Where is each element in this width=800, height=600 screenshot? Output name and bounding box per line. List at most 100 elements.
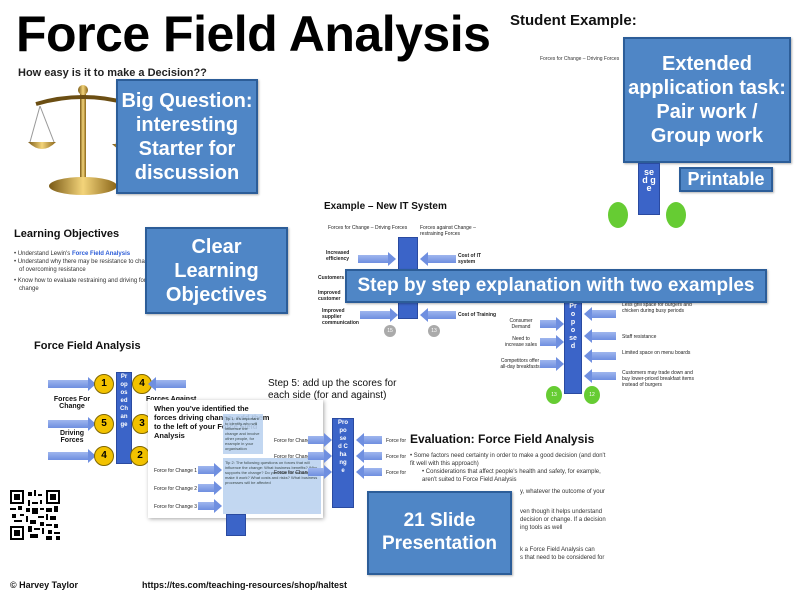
forces-against-label: Forces Against	[146, 396, 196, 403]
it-right-header: Forces against Change – restraining Forc…	[420, 225, 476, 237]
step5-row: Force for Change 3	[274, 470, 318, 476]
evaluation-bullet: • Considerations that affect people's he…	[422, 469, 601, 483]
bar-text: sed ge	[642, 167, 656, 193]
callout-line: interesting	[135, 113, 239, 136]
driving-arrow	[308, 449, 332, 463]
student-example-label: Student Example:	[510, 12, 637, 29]
it-left-item: Improved customer	[318, 290, 341, 302]
burger-proposed-bar: Proposed	[564, 302, 582, 394]
forces-for-label: Forces For Change	[53, 396, 91, 410]
step5-heading: Step 5: add up the scores for each side …	[268, 378, 397, 401]
callout-line: Learning	[174, 259, 259, 282]
learning-objectives-heading: Learning Objectives	[14, 228, 120, 240]
ffa-slide-heading: Force Field Analysis	[34, 340, 141, 352]
callout-line: Objectives	[165, 283, 268, 306]
callout-line: Clear	[191, 235, 242, 258]
driving-arrow	[198, 481, 222, 495]
big-question-callout: Big Question: interesting Starter for di…	[116, 79, 258, 194]
driving-arrow	[308, 433, 332, 447]
step5-right-row: Force for	[386, 454, 407, 460]
it-left-header: Forces for Change – Driving Forces	[328, 225, 408, 231]
driving-arrow	[540, 357, 564, 371]
it-example-slide: Example – New IT System Forces for Chang…	[318, 195, 498, 340]
callout-line: Big Question:	[121, 89, 253, 112]
bar-text: Proposed Change	[338, 420, 349, 474]
callout-line: Pair work /	[656, 101, 758, 123]
restraining-arrow	[420, 308, 456, 322]
objective-bullet: • Know how to evaluate restraining and d…	[14, 278, 156, 284]
force-number: 1	[94, 374, 114, 394]
callout-line: Group work	[650, 125, 764, 147]
score-circle: 13	[546, 386, 562, 404]
green-circle	[666, 202, 686, 228]
objective-bullet: • Understand Lewin's Force Field Analysi…	[14, 251, 131, 257]
bar-text: Proposed Change	[120, 374, 128, 428]
step-by-step-callout: Step by step explanation with two exampl…	[345, 269, 767, 303]
evaluation-bullet: ing tools as well	[520, 525, 563, 531]
burger-right-item: Staff resistance	[622, 334, 657, 340]
it-example-heading: Example – New IT System	[324, 201, 447, 212]
restraining-arrow	[584, 369, 616, 383]
evaluation-bullet: decision or change. If a decision	[520, 517, 606, 523]
step5-right-row: Force for	[386, 438, 407, 444]
identified-row: Force for Change 3	[154, 504, 198, 510]
proposed-change-bar: sed ge	[638, 163, 660, 215]
driving-arrow	[198, 463, 222, 477]
extended-task-callout: Extended application task: Pair work / G…	[623, 37, 791, 163]
evaluation-heading: Evaluation: Force Field Analysis	[410, 432, 595, 446]
it-left-item: Improved supplier communication	[322, 308, 359, 326]
identified-row: Force for Change 2	[154, 486, 198, 492]
shop-url: https://tes.com/teaching-resources/shop/…	[142, 580, 348, 590]
proposed-bar-partial	[226, 514, 246, 536]
callout-line: 21 Slide	[403, 510, 476, 532]
score-circle: 12	[584, 386, 600, 404]
restraining-arrow	[356, 433, 382, 447]
restraining-arrow	[356, 465, 382, 479]
evaluation-bullet: s that need to be considered for	[520, 555, 605, 561]
driving-arrow	[540, 335, 564, 349]
it-left-item: Increased efficiency	[326, 250, 350, 262]
step5-row: Force for Change 2	[274, 454, 318, 460]
burger-left-item: Competitors offer all-day breakfasts	[500, 358, 540, 370]
presentation-callout: 21 Slide Presentation	[367, 491, 512, 575]
big-question-prompt: How easy is it to make a Decision??	[18, 67, 207, 79]
evaluation-bullet: y, whatever the outcome of your	[520, 489, 605, 495]
student-example-subheading: Forces for Change – Driving Forces	[540, 56, 620, 62]
green-circle	[608, 202, 628, 228]
step5-right-row: Force for	[386, 470, 407, 476]
callout-line: application task:	[628, 77, 786, 99]
force-number: 5	[94, 414, 114, 434]
callout-line: discussion	[134, 161, 240, 184]
burger-example-slide: Proposed Consumer Demand Need to increas…	[500, 302, 700, 402]
evaluation-bullet: • Some factors need certainty in order t…	[410, 453, 606, 467]
driving-arrow	[308, 465, 332, 479]
page-title: Force Field Analysis	[16, 6, 491, 62]
score-circle: 15	[384, 325, 396, 337]
driving-arrow	[48, 449, 96, 463]
learning-objectives-callout: Clear Learning Objectives	[145, 227, 288, 314]
objective-bullet: of overcoming resistance	[19, 267, 86, 273]
driving-arrow	[48, 377, 96, 391]
ffa-proposed-bar: Proposed Change	[116, 372, 132, 464]
driving-arrow	[48, 417, 96, 431]
objective-bullet: • Understand why there may be resistance…	[14, 259, 155, 265]
tip-box: Tip 2: The following questions on forces…	[223, 458, 321, 514]
driving-arrow	[358, 252, 396, 266]
step5-row: Force for Change 1	[274, 438, 318, 444]
objective-highlight: Force Field Analysis	[71, 251, 131, 257]
burger-left-item: Consumer Demand	[509, 318, 533, 330]
printable-callout: Printable	[679, 167, 773, 192]
callout-line: Starter for	[138, 137, 236, 160]
force-number: 2	[130, 446, 150, 466]
score-circle: 13	[428, 325, 440, 337]
restraining-arrow	[584, 349, 616, 363]
bar-text: Proposed	[569, 303, 577, 350]
burger-left-item: Need to increase sales	[505, 336, 537, 348]
tip-box: Tip 1: It's important to identify who wi…	[223, 414, 263, 454]
objective-bullet: change	[19, 286, 39, 292]
restraining-arrow	[584, 329, 616, 343]
learning-objectives-list: • Understand Lewin's Force Field Analysi…	[14, 250, 164, 293]
identified-row: Force for Change 1	[154, 468, 198, 474]
qr-code-icon	[10, 490, 60, 540]
identified-heading: When you've identified the forces drivin…	[154, 404, 270, 440]
